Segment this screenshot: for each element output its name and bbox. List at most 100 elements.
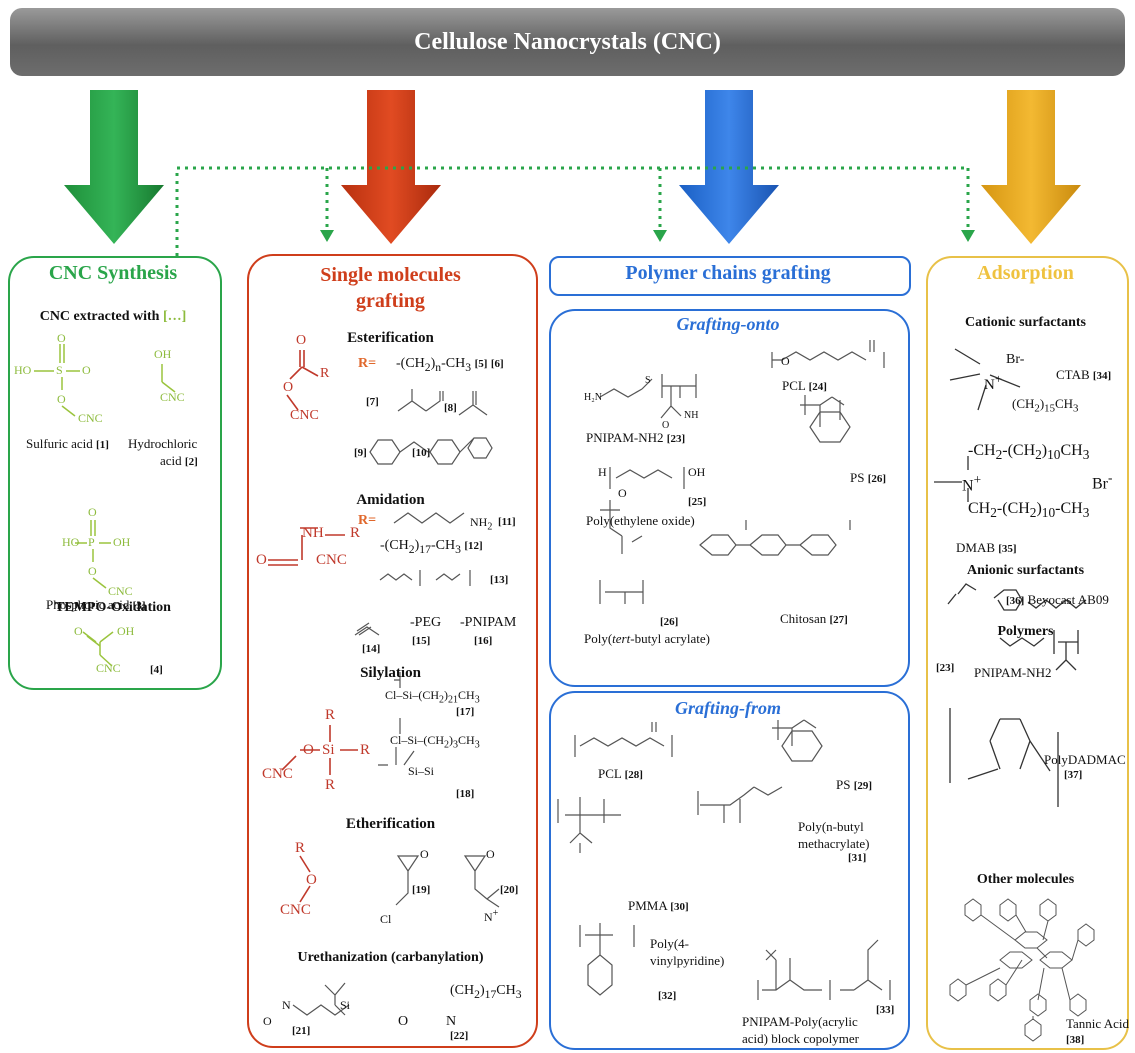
ref11: [11] — [498, 516, 516, 528]
t-oh: OH — [117, 624, 135, 638]
ur-o2: O — [398, 1014, 409, 1029]
ctab-n: N+ — [984, 372, 1002, 393]
dmab-label: DMAB [35] — [956, 540, 1017, 555]
ref21: [21] — [292, 1025, 311, 1037]
eth-r: R — [295, 840, 306, 856]
ref13: [13] — [490, 574, 509, 586]
paa-label-2: acid) block copolymer — [742, 1031, 859, 1046]
single-title-1: Single molecules — [320, 264, 461, 286]
pnipam-label: -PNIPAM — [460, 615, 517, 630]
beyocast-label: [36] Beyocast AB09 — [1006, 592, 1109, 607]
ref25: [25] — [688, 496, 707, 508]
est-cnc: CNC — [290, 408, 319, 423]
dmab-n: N+ — [962, 472, 982, 495]
ref32: [32] — [658, 990, 677, 1002]
esterification-title: Esterification — [347, 330, 434, 346]
ref37: [37] — [1064, 769, 1083, 781]
arrow-gold — [981, 90, 1081, 244]
ref15: [15] — [412, 635, 431, 647]
panel-adsorption — [926, 256, 1129, 1050]
p-cnc: CNC — [108, 584, 133, 598]
from-title: Grafting-from — [674, 698, 781, 718]
pnipam-nh2-label: PNIPAM-NH2 [23] — [586, 430, 686, 445]
polydadmac-label: PolyDADMAC — [1044, 752, 1126, 767]
peo-oh: OH — [688, 465, 706, 479]
panel-single — [247, 254, 538, 1048]
pbma-label-2: methacrylate) — [798, 836, 870, 851]
p-o1: O — [88, 505, 97, 519]
ref10: [10] — [412, 447, 431, 459]
single-title-2: grafting — [356, 290, 425, 312]
arrow-red — [341, 90, 441, 244]
hydrochloric-label: Hydrochloric — [128, 436, 198, 451]
s-ho: HO — [14, 363, 32, 377]
ref7: [7] — [366, 396, 379, 408]
p-oh: OH — [113, 535, 131, 549]
s-cnc: CNC — [78, 411, 103, 425]
est-o1: O — [296, 333, 307, 348]
tempo-ref: [4] — [150, 664, 163, 676]
panel-polymer-header — [549, 256, 911, 296]
onto-title: Grafting-onto — [676, 314, 780, 334]
ref31: [31] — [848, 852, 867, 864]
ref22: [22] — [450, 1030, 469, 1042]
onto-nh: NH — [684, 410, 699, 421]
h-oh: OH — [154, 347, 172, 361]
ur-o1: O — [263, 1014, 272, 1028]
dotted-connectors — [175, 166, 970, 256]
dmab-br: Br- — [1092, 470, 1113, 493]
ctab-label: CTAB [34] — [1056, 367, 1112, 382]
ref18: [18] — [456, 788, 475, 800]
t-o: O — [74, 624, 83, 638]
si-cnc: CNC — [262, 766, 293, 782]
ps-label: PS [26] — [850, 470, 887, 485]
ads-ref23: [23] — [936, 662, 955, 674]
ref8: [8] — [444, 402, 457, 414]
p-p: P — [88, 535, 95, 549]
eth-cnc: CNC — [280, 902, 311, 918]
sil18-formula: Cl–Si–(CH2)3CH3 — [390, 733, 480, 751]
dmab-line2: CH2-(CH2)10-CH3 — [968, 500, 1090, 521]
banner-title: Cellulose Nanocrystals (CNC) — [414, 28, 721, 55]
ur-n1: N — [282, 998, 291, 1012]
cationic-title: Cationic surfactants — [965, 315, 1086, 330]
onto-o1: O — [662, 420, 670, 431]
panel-synthesis — [8, 256, 222, 690]
paa-label-1: PNIPAM-Poly(acrylic — [742, 1014, 858, 1029]
peg-label: -PEG — [410, 615, 442, 630]
am-nh: NH — [302, 525, 324, 541]
ep-cl: Cl — [380, 912, 392, 926]
pbma-label-1: Poly(n-butyl — [798, 819, 864, 834]
peo-o: O — [618, 486, 627, 500]
ref17: [17] — [456, 706, 475, 718]
peo-h: H — [598, 465, 607, 479]
s-o3: O — [57, 392, 66, 406]
p4vp-label-1: Poly(4- — [650, 936, 689, 951]
am-r: R — [350, 525, 361, 541]
ref26b: [26] — [660, 616, 679, 628]
silylation-title: Silylation — [360, 665, 421, 681]
ptba-label: Poly(tert-butyl acrylate) — [584, 631, 710, 646]
onto-h2n: H₂N — [584, 392, 602, 403]
polymer-title: Polymer chains grafting — [625, 262, 831, 284]
ep-o2: O — [486, 847, 495, 861]
anionic-title: Anionic surfactants — [966, 563, 1085, 578]
sil17-formula: Cl–Si–(CH2)21CH3 — [385, 688, 480, 706]
ur-n2: N — [446, 1014, 457, 1029]
p-o2: O — [88, 564, 97, 578]
ref19: [19] — [412, 884, 431, 896]
s-s: S — [56, 363, 63, 377]
cnc-banner: Cellulose Nanocrystals (CNC) — [10, 8, 1125, 76]
ref38: [38] — [1066, 1034, 1085, 1046]
si-si: Si — [322, 742, 335, 758]
ctab-chain: (CH2)15CH3 — [1012, 396, 1079, 415]
s-o2: O — [82, 363, 91, 377]
pcl-o: O — [781, 354, 790, 368]
phosphoric-label: Phosphoric acid [3] — [46, 597, 146, 612]
arrow-green — [64, 90, 164, 244]
